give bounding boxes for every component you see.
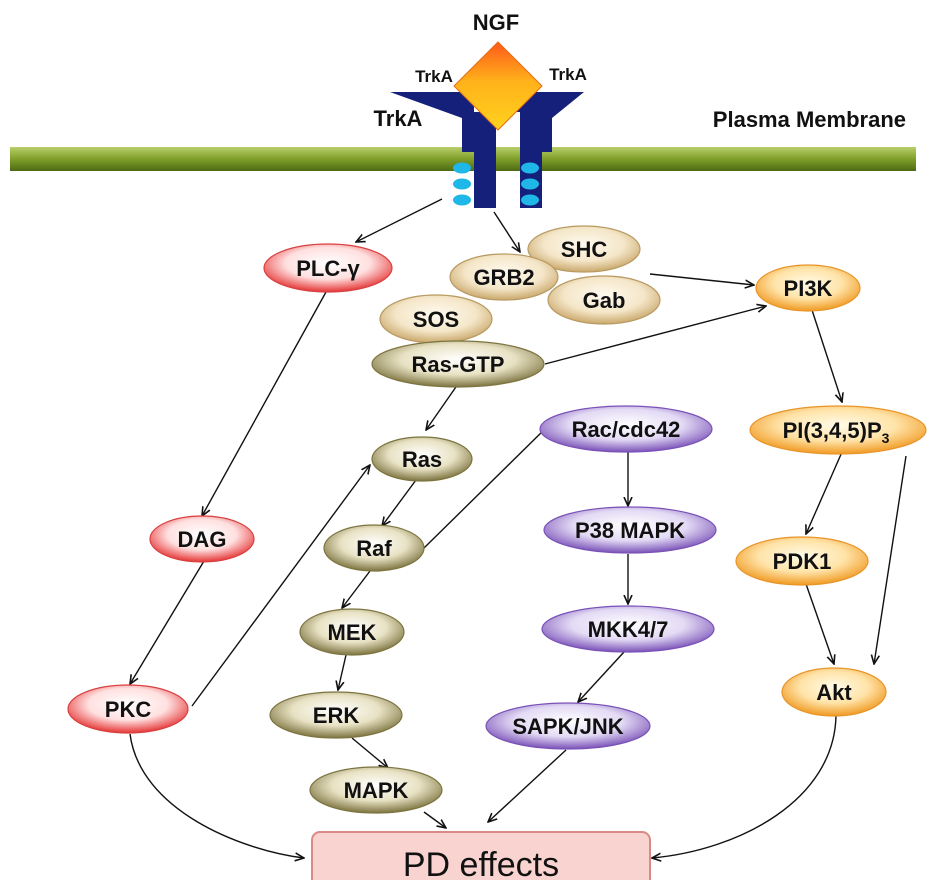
- node-raf: Raf: [323, 524, 425, 572]
- mapk-label: MAPK: [344, 778, 409, 803]
- arrow-raf-to-rac: [423, 424, 550, 549]
- node-dag: DAG: [149, 515, 255, 563]
- receptor-dot: [521, 162, 539, 174]
- node-ras-gtp: Ras-GTP: [371, 340, 545, 388]
- arrow-akt-to-pd: [652, 715, 837, 858]
- arrow-pdk1-to-akt: [805, 583, 834, 664]
- arrow-dag-to-pkc: [130, 560, 205, 684]
- pip3-label: PI(3,4,5)P3: [783, 418, 890, 446]
- arrow-rasgtp-to-ras: [426, 383, 459, 430]
- arrow-gab-to-pi3k: [649, 273, 754, 285]
- pi3k-label: PI3K: [784, 276, 833, 301]
- receptor-dot: [453, 194, 471, 206]
- receptor-dot: [453, 162, 471, 174]
- arrow-pip3-to-pdk1: [806, 451, 843, 534]
- node-erk: ERK: [269, 691, 403, 739]
- rac-cdc42-label: Rac/cdc42: [572, 417, 681, 442]
- node-mkk4-7: MKK4/7: [541, 605, 715, 653]
- arrow-pi3k-to-pip3: [811, 309, 842, 402]
- trka-small-label-left: TrkA: [415, 67, 453, 86]
- node-shc: SHC: [527, 225, 641, 273]
- raf-label: Raf: [356, 536, 392, 561]
- node-pi3k: PI3K: [755, 264, 861, 312]
- arrow-sapk-to-pd: [488, 749, 567, 822]
- trka-receptor-right-half: [500, 92, 584, 208]
- trka-receptor-left-half: [390, 92, 496, 208]
- trka-receptor: [390, 92, 584, 208]
- node-mapk: MAPK: [309, 766, 443, 814]
- pd-effects-box: PD effects: [311, 831, 651, 880]
- arrow-pkc-to-ras: [191, 465, 370, 707]
- node-sos: SOS: [379, 294, 493, 344]
- node-akt: Akt: [781, 667, 887, 717]
- arrow-ras-to-raf: [382, 479, 417, 526]
- arrow-mkk-to-sapk: [578, 651, 625, 702]
- plasma-membrane-label: Plasma Membrane: [713, 107, 906, 132]
- trka-small-label-right: TrkA: [549, 65, 587, 84]
- arrow-erk-to-mapk: [351, 737, 388, 768]
- ngf-label: NGF: [473, 10, 519, 35]
- p38-mapk-label: P38 MAPK: [575, 518, 685, 543]
- sapk-jnk-label: SAPK/JNK: [512, 714, 623, 739]
- connectors: [129, 198, 907, 858]
- erk-label: ERK: [313, 703, 360, 728]
- receptor-dot: [521, 194, 539, 206]
- dag-label: DAG: [178, 527, 227, 552]
- node-sapk-jnk: SAPK/JNK: [485, 702, 651, 750]
- arrow-plcg-to-dag: [202, 291, 327, 516]
- trka-main-label: TrkA: [374, 106, 423, 131]
- pkc-label: PKC: [105, 697, 152, 722]
- node-plc-gamma: PLC-γ: [263, 243, 393, 293]
- shc-label: SHC: [561, 237, 608, 262]
- sos-label: SOS: [413, 307, 459, 332]
- node-ras: Ras: [371, 436, 473, 482]
- node-pkc: PKC: [67, 684, 189, 734]
- arrow-pip3-to-akt: [874, 455, 907, 664]
- pip3-label-base: PI(3,4,5)P: [783, 418, 882, 443]
- gab-label: Gab: [583, 288, 626, 313]
- node-rac-cdc42: Rac/cdc42: [539, 405, 713, 453]
- plc-gamma-label: PLC-γ: [296, 256, 360, 281]
- pip3-label-subscript: 3: [882, 430, 890, 446]
- akt-label: Akt: [816, 680, 852, 705]
- ras-gtp-label: Ras-GTP: [412, 352, 505, 377]
- ras-label: Ras: [402, 447, 442, 472]
- pd-effects-label: PD effects: [403, 846, 559, 880]
- node-gab: Gab: [547, 275, 661, 325]
- arrow-mapk-to-pd: [423, 811, 446, 828]
- node-p38-mapk: P38 MAPK: [543, 506, 717, 554]
- node-mek: MEK: [299, 608, 405, 656]
- mkk4-7-label: MKK4/7: [588, 617, 669, 642]
- arrow-receptor-to-plcg: [356, 198, 443, 242]
- node-pip3: PI(3,4,5)P3: [749, 405, 927, 455]
- receptor-dot: [453, 178, 471, 190]
- receptor-dot: [521, 178, 539, 190]
- mek-label: MEK: [328, 620, 377, 645]
- arrow-pkc-to-pd: [129, 733, 304, 858]
- grb2-label: GRB2: [473, 265, 534, 290]
- pdk1-label: PDK1: [773, 549, 832, 574]
- node-grb2: GRB2: [449, 253, 559, 301]
- ngf-ligand-diamond: [453, 41, 543, 131]
- arrow-rasgtp-to-pi3k: [544, 306, 766, 365]
- node-pdk1: PDK1: [735, 536, 869, 586]
- arrow-raf-to-mek: [342, 570, 371, 608]
- arrow-receptor-to-grb2: [493, 211, 520, 252]
- arrow-mek-to-erk: [338, 654, 347, 690]
